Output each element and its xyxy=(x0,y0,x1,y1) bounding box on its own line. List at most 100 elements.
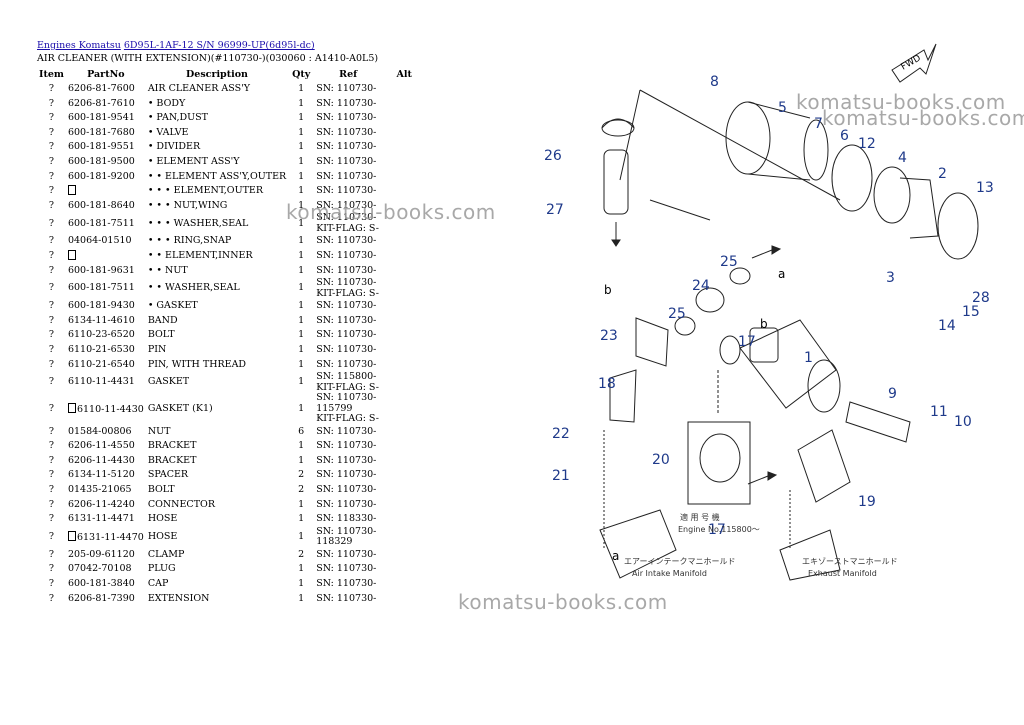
description-cell: • • • ELEMENT,OUTER xyxy=(147,185,264,197)
partno-text: 6206-11-4550 xyxy=(67,440,135,452)
alt-cell xyxy=(382,111,426,126)
partno-cell: 600-181-7680 xyxy=(66,126,146,141)
alt-cell xyxy=(382,372,426,393)
qty-cell: 1 xyxy=(298,577,305,589)
partno-text: 600-181-3840 xyxy=(67,577,135,589)
gasket-part xyxy=(831,144,873,212)
breadcrumb-link-engines[interactable]: Engines Komatsu xyxy=(37,40,121,51)
qty-cell: 1 xyxy=(298,141,305,153)
partno-cell: 600-181-9631 xyxy=(66,264,146,279)
callout-number: 14 xyxy=(938,318,956,334)
ref-serial: SN: 110730- xyxy=(316,97,377,109)
reference-letter: a xyxy=(612,549,619,563)
missing-glyph-icon xyxy=(67,185,76,196)
item-cell: ? xyxy=(48,358,55,370)
item-cell: ? xyxy=(48,329,55,341)
description-cell: • • NUT xyxy=(147,264,188,276)
item-cell: ? xyxy=(48,454,55,466)
missing-glyph-icon xyxy=(67,402,76,413)
qty-cell: 1 xyxy=(298,531,305,542)
partno-cell: 01584-00806 xyxy=(66,425,146,440)
partno-cell xyxy=(66,249,146,264)
callout-number: 19 xyxy=(858,494,876,510)
qty-cell: 1 xyxy=(298,185,305,197)
partno-cell: 6206-11-4240 xyxy=(66,498,146,513)
partno-cell: 600-181-9200 xyxy=(66,170,146,185)
ref-cell: SN: 110730-KIT-FLAG: S- xyxy=(314,278,382,299)
qty-cell: 1 xyxy=(298,376,305,388)
callout-number: 9 xyxy=(888,386,897,402)
alt-cell xyxy=(382,454,426,469)
partno-text: 600-181-9200 xyxy=(67,170,135,182)
partno-cell: 04064-01510 xyxy=(66,234,146,249)
item-cell: ? xyxy=(48,185,55,197)
ref-cell: SN: 110730- xyxy=(314,314,382,329)
ref-serial: SN: 110730- xyxy=(316,329,377,341)
partno-text: 6206-11-4240 xyxy=(67,498,135,510)
description-cell: BRACKET xyxy=(147,440,197,452)
alt-cell xyxy=(382,425,426,440)
alt-cell xyxy=(382,234,426,249)
ref-serial: SN: 110730- xyxy=(316,314,377,326)
qty-cell: 1 xyxy=(298,513,305,525)
alt-cell xyxy=(382,343,426,358)
partno-text: 600-181-7511 xyxy=(67,217,135,229)
ref-serial: SN: 110730- xyxy=(316,83,377,95)
exhaust-manifold-label: Exhaust Manifold xyxy=(808,569,877,578)
qty-cell: 1 xyxy=(298,97,305,109)
alt-cell xyxy=(382,249,426,264)
qty-cell: 2 xyxy=(298,548,305,560)
callout-number: 22 xyxy=(552,426,570,442)
partno-cell: 600-181-7511 xyxy=(66,213,146,234)
qty-cell: 1 xyxy=(298,329,305,341)
description-cell: • • ELEMENT,INNER xyxy=(147,249,253,261)
callout-number: 17 xyxy=(708,522,726,538)
ref-serial: SN: 110730-118329 xyxy=(316,525,377,548)
partno-text: 07042-70108 xyxy=(67,563,132,575)
item-cell: ? xyxy=(48,126,55,138)
column-header-description: Description xyxy=(186,69,248,80)
partno-text: 6110-11-4431 xyxy=(67,376,135,388)
ref-serial: SN: 110730- xyxy=(316,343,377,355)
description-cell: • • • RING,SNAP xyxy=(147,235,232,247)
band-part xyxy=(937,192,979,260)
item-cell: ? xyxy=(48,217,55,229)
qty-cell: 1 xyxy=(298,498,305,510)
partno-cell: 6134-11-4610 xyxy=(66,314,146,329)
partno-text: 205-09-61120 xyxy=(67,548,135,560)
partno-cell: 6110-11-4431 xyxy=(66,372,146,393)
qty-cell: 1 xyxy=(298,300,305,312)
ref-serial: SN: 110730- xyxy=(316,277,377,289)
ref-cell: SN: 110730- xyxy=(314,468,382,483)
partno-text: 01435-21065 xyxy=(67,484,132,496)
partno-text: 6110-11-4430 xyxy=(76,403,144,415)
callout-number: 1 xyxy=(804,350,813,366)
callout-number: 12 xyxy=(858,136,876,152)
partno-text: 6134-11-5120 xyxy=(67,469,135,481)
ref-cell: SN: 110730- xyxy=(314,111,382,126)
breadcrumb-link-model[interactable]: 6D95L-1AF-12 S/N 96999-UP(6d95l-dc) xyxy=(123,40,315,51)
ref-cell: SN: 110730- xyxy=(314,264,382,279)
callout-number: 26 xyxy=(544,148,562,164)
column-header-alt: Alt xyxy=(396,69,412,80)
ref-kit-flag: KIT-FLAG: S- xyxy=(316,222,379,234)
alt-cell xyxy=(382,299,426,314)
description-cell: PIN, WITH THREAD xyxy=(147,358,247,370)
ref-serial: SN: 110730- xyxy=(316,484,377,496)
description-cell: • • • WASHER,SEAL xyxy=(147,217,249,229)
partno-text: 6206-81-7390 xyxy=(67,592,135,604)
alt-cell xyxy=(382,358,426,373)
partno-cell xyxy=(66,184,146,199)
column-header-qty: Qty xyxy=(292,69,311,80)
item-cell: ? xyxy=(48,577,55,589)
partno-cell: 205-09-61120 xyxy=(66,548,146,563)
partno-text: 6131-11-4470 xyxy=(76,532,144,543)
callout-number: 3 xyxy=(886,270,895,286)
